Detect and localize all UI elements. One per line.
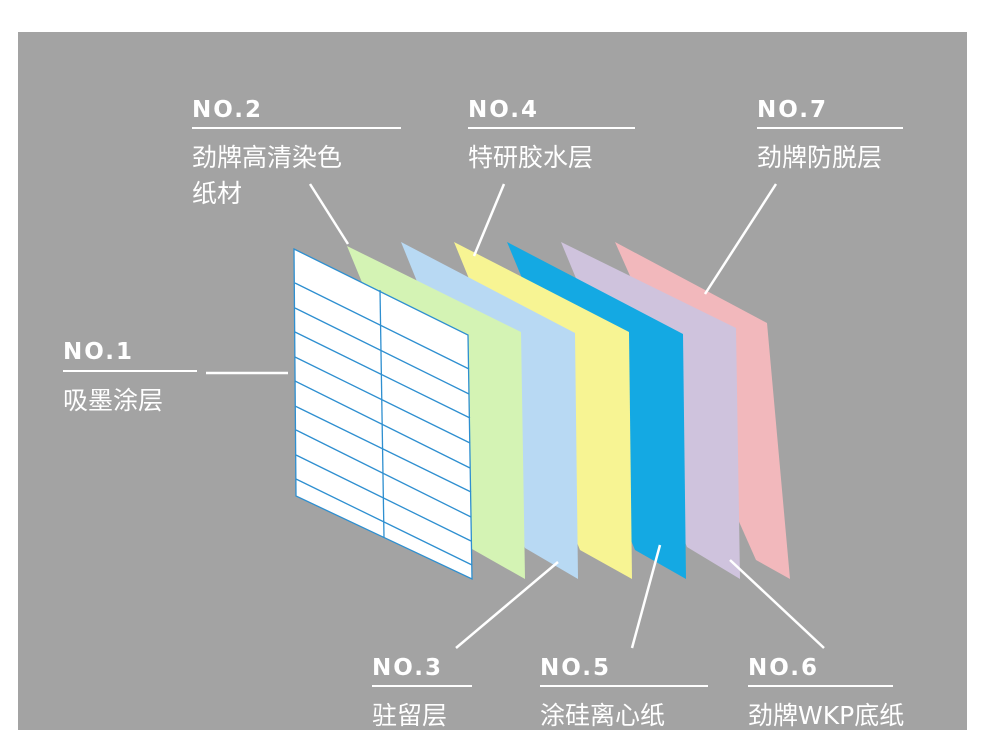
layer-2-label-line-2: 纸材 — [192, 179, 242, 208]
label-layer-6: NO.6 劲牌WKP底纸 — [748, 655, 904, 730]
layer-1-number: NO.1 — [63, 339, 134, 365]
grid-line — [294, 380, 471, 469]
label-layer-7: NO.7 劲牌防脱层 — [757, 97, 903, 172]
label-layer-2: NO.2 劲牌高清染色 纸材 — [192, 97, 401, 208]
grid-line — [379, 289, 385, 539]
layer-2-label-line-1: 劲牌高清染色 — [192, 143, 342, 172]
grid-line — [295, 478, 473, 566]
layer-6-number: NO.6 — [748, 655, 819, 681]
grid-line — [294, 282, 470, 370]
grid-line — [294, 307, 470, 395]
sheet-layer-1 — [293, 247, 473, 581]
layer-4-number: NO.4 — [468, 97, 539, 123]
layer-4-label: 特研胶水层 — [468, 143, 593, 172]
leader-line-2 — [308, 183, 350, 245]
leader-line-3 — [455, 561, 559, 649]
layer-3-label: 驻留层 — [372, 701, 447, 730]
label-layer-3: NO.3 驻留层 — [372, 655, 472, 730]
leader-lines — [206, 183, 825, 649]
diagram-canvas: NO.1 吸墨涂层 NO.2 劲牌高清染色 纸材 NO.4 特研胶水层 NO.7… — [18, 32, 967, 730]
label-layer-4: NO.4 特研胶水层 — [468, 97, 635, 172]
grid-line — [294, 405, 472, 493]
layer-2-number: NO.2 — [192, 97, 263, 123]
layer-6-label: 劲牌WKP底纸 — [748, 701, 904, 730]
grid-line — [294, 331, 471, 419]
layer-5-number: NO.5 — [540, 655, 611, 681]
layer-1-label: 吸墨涂层 — [63, 386, 163, 415]
layer-5-label: 涂硅离心纸 — [540, 701, 665, 730]
label-layer-5: NO.5 涂硅离心纸 — [540, 655, 708, 730]
front-sheet-grid — [294, 282, 473, 566]
grid-line — [294, 356, 471, 444]
label-layer-1: NO.1 吸墨涂层 — [63, 339, 197, 415]
leader-line-6 — [729, 559, 825, 649]
layer-3-number: NO.3 — [372, 655, 443, 681]
grid-line — [295, 454, 472, 542]
leader-line-4 — [472, 183, 506, 257]
leader-line-5 — [630, 544, 662, 649]
layer-diagram: NO.1 吸墨涂层 NO.2 劲牌高清染色 纸材 NO.4 特研胶水层 NO.7… — [63, 97, 904, 730]
grid-line — [295, 429, 472, 518]
layer-7-label: 劲牌防脱层 — [757, 143, 882, 172]
layer-7-number: NO.7 — [757, 97, 828, 123]
leader-line-7 — [703, 183, 778, 295]
